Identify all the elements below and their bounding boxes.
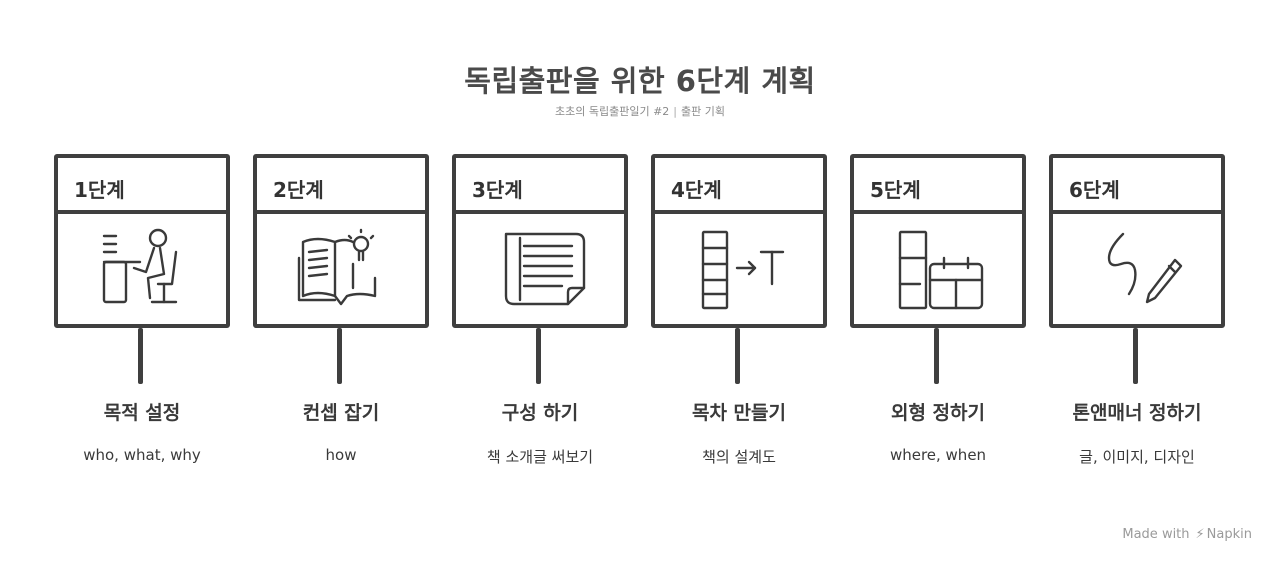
page-subtitle: 초초의 독립출판일기 #2|출판 기획 bbox=[0, 103, 1280, 119]
step-stem bbox=[934, 328, 939, 384]
step-number: 1단계 bbox=[74, 178, 125, 202]
step-card: 5단계 bbox=[850, 154, 1026, 328]
list-calendar-icon bbox=[854, 214, 1022, 324]
step-header: 6단계 bbox=[1053, 158, 1221, 214]
step-stem bbox=[138, 328, 143, 384]
step-stem bbox=[735, 328, 740, 384]
step-2: 2단계 컨셉 잡기 how bbox=[253, 154, 429, 484]
step-header: 1단계 bbox=[58, 158, 226, 214]
step-3: 3단계 구성 하기 책 소개글 써보기 bbox=[452, 154, 628, 484]
made-with-text: Made with bbox=[1122, 527, 1190, 542]
step-header: 5단계 bbox=[854, 158, 1022, 214]
step-stem bbox=[1133, 328, 1138, 384]
book-lightbulb-icon bbox=[257, 214, 425, 324]
step-sublabel: who, what, why bbox=[83, 446, 201, 464]
step-label: 외형 정하기 bbox=[890, 402, 985, 424]
step-label: 톤앤매너 정하기 bbox=[1072, 402, 1202, 424]
step-4: 4단계 목차 만들기 책의 설계도 bbox=[651, 154, 827, 484]
step-label: 목적 설정 bbox=[103, 402, 181, 424]
step-sublabel: 책 소개글 써보기 bbox=[486, 448, 594, 466]
step-sublabel: where, when bbox=[889, 446, 987, 464]
step-number: 3단계 bbox=[472, 178, 523, 202]
subtitle-series: 초초의 독립출판일기 #2 bbox=[555, 105, 670, 118]
made-with-footer[interactable]: Made with ⚡Napkin bbox=[1122, 527, 1252, 542]
step-stem bbox=[536, 328, 541, 384]
step-card: 6단계 bbox=[1049, 154, 1225, 328]
step-label: 컨셉 잡기 bbox=[302, 402, 380, 424]
page-title: 독립출판을 위한 6단계 계획 bbox=[464, 64, 816, 98]
step-card: 3단계 bbox=[452, 154, 628, 328]
subtitle-category: 출판 기획 bbox=[681, 105, 725, 118]
step-label: 목차 만들기 bbox=[691, 402, 786, 424]
step-number: 6단계 bbox=[1069, 178, 1120, 202]
step-sublabel: 글, 이미지, 디자인 bbox=[1079, 448, 1195, 466]
step-card: 2단계 bbox=[253, 154, 429, 328]
step-label: 구성 하기 bbox=[501, 402, 579, 424]
napkin-logo-icon: ⚡ bbox=[1195, 527, 1205, 542]
step-stem bbox=[337, 328, 342, 384]
step-number: 4단계 bbox=[671, 178, 722, 202]
step-card: 4단계 bbox=[651, 154, 827, 328]
step-sublabel: how bbox=[325, 446, 357, 464]
step-1: 1단계 목적 설정 who, what, why bbox=[54, 154, 230, 484]
step-number: 2단계 bbox=[273, 178, 324, 202]
step-header: 2단계 bbox=[257, 158, 425, 214]
step-header: 4단계 bbox=[655, 158, 823, 214]
list-to-text-icon bbox=[655, 214, 823, 324]
squiggle-pen-icon bbox=[1053, 214, 1221, 324]
step-number: 5단계 bbox=[870, 178, 921, 202]
step-header: 3단계 bbox=[456, 158, 624, 214]
person-at-desk-icon bbox=[58, 214, 226, 324]
step-6: 6단계 톤앤매너 정하기 글, 이미지, 디자인 bbox=[1049, 154, 1225, 484]
subtitle-separator: | bbox=[673, 105, 678, 118]
step-5: 5단계 외형 정하기 where, when bbox=[850, 154, 1026, 484]
brand-name: Napkin bbox=[1206, 527, 1252, 542]
document-lines-icon bbox=[456, 214, 624, 324]
step-sublabel: 책의 설계도 bbox=[702, 448, 776, 466]
step-card: 1단계 bbox=[54, 154, 230, 328]
